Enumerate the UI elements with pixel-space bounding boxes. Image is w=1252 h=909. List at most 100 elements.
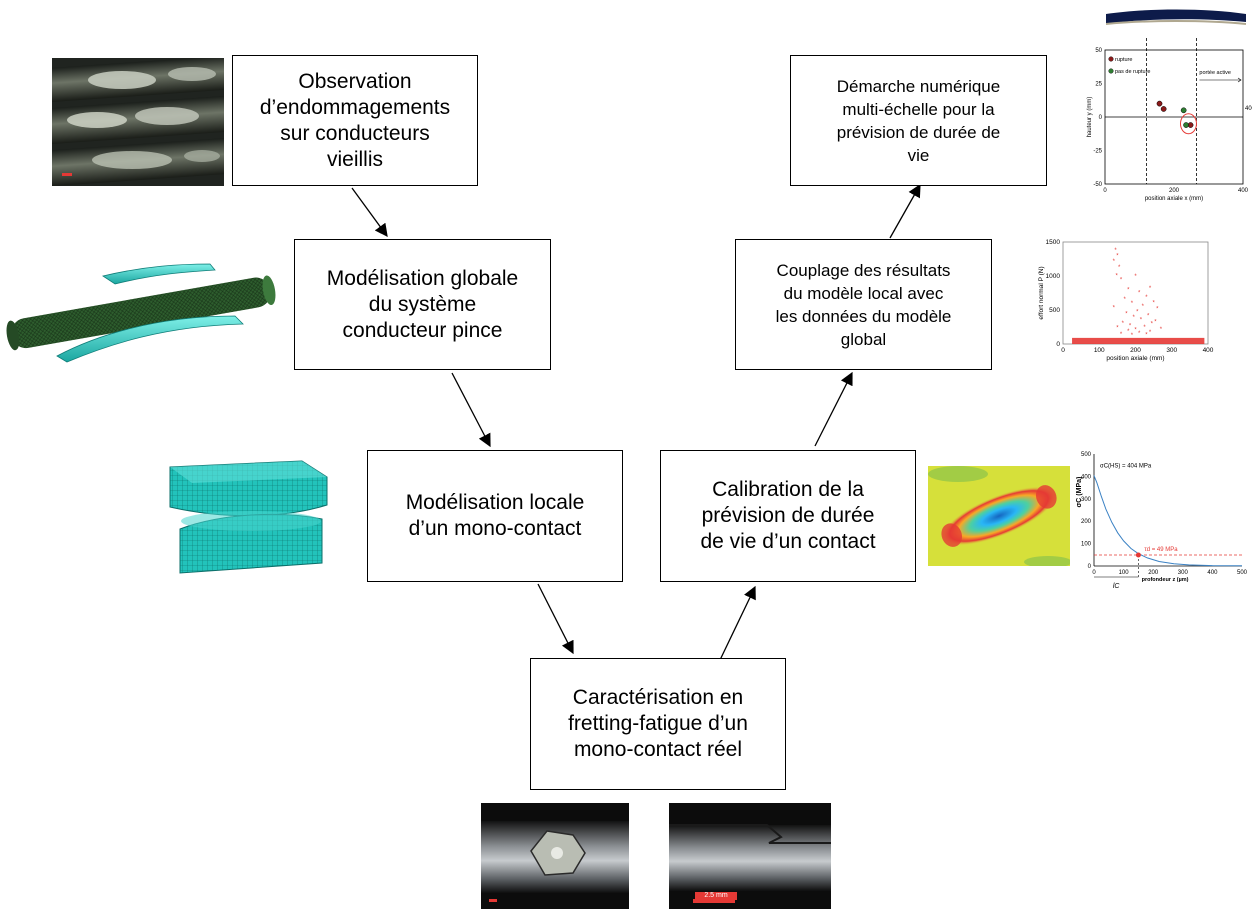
box-coupling: Couplage des résultats du modèle local a… [735, 239, 992, 370]
local-contact-fe-image [169, 460, 328, 574]
conductor-banner-image [1106, 9, 1246, 25]
data-point: * [1160, 327, 1163, 333]
y-tick-label: -50 [1093, 182, 1102, 188]
data-point: * [1140, 318, 1143, 324]
legend-marker [1108, 56, 1114, 62]
y-tick-label: -25 [1093, 149, 1102, 155]
y-tick-label: 500 [1049, 307, 1060, 314]
data-point: * [1125, 311, 1128, 317]
y-axis-label: hauteur y (mm) [1087, 97, 1093, 138]
data-point: * [1151, 322, 1154, 328]
data-point [1160, 106, 1167, 112]
x-axis-label: position axiale x (mm) [1145, 196, 1203, 202]
x-tick-label: 400 [1238, 188, 1249, 194]
x-tick-label: 0 [1103, 188, 1107, 194]
data-point: * [1134, 328, 1137, 334]
data-point: * [1120, 277, 1123, 283]
data-point: * [1129, 324, 1132, 330]
sigma-annotation: σC(HS) = 404 MPa [1100, 463, 1152, 469]
threshold-point [1135, 552, 1141, 558]
box-numerical-text: Démarche numérique multi-échelle pour la… [836, 76, 1001, 165]
y-tick-label: 500 [1081, 452, 1092, 458]
arrow-observation-to-global [351, 187, 388, 238]
x-tick-label: 200 [1130, 347, 1141, 354]
arrow-characterisation-to-calibration [719, 585, 756, 661]
x-tick-label: 400 [1203, 347, 1214, 354]
y-axis-label: σC (MPa) [1076, 477, 1083, 508]
box-numerical: Démarche numérique multi-échelle pour la… [790, 55, 1047, 186]
box-observation-text: Observation d’endommagements sur conduct… [259, 69, 451, 171]
y-tick-label: 200 [1081, 519, 1092, 525]
box-global-model: Modélisation globale du système conducte… [294, 239, 551, 370]
lc-label: lC [1113, 583, 1121, 590]
y-tick-label: 1000 [1046, 273, 1061, 280]
y-tick-label: 0 [1056, 341, 1060, 348]
data-point: * [1127, 288, 1130, 294]
data-point: * [1149, 330, 1152, 336]
baseline-point-band [1072, 337, 1205, 344]
box-local-model: Modélisation locale d’un mono-contact [367, 450, 623, 582]
data-point: * [1136, 309, 1139, 315]
aged-conductor-photo [52, 58, 224, 186]
data-point: * [1156, 307, 1159, 313]
data-point: * [1149, 286, 1152, 292]
zero-line-end-label: 400 [1245, 106, 1252, 112]
x-tick-label: 0 [1061, 347, 1065, 354]
data-point: * [1114, 248, 1117, 254]
arrow-local-to-characterisation [537, 583, 574, 655]
data-point: * [1143, 325, 1146, 331]
data-point: * [1122, 321, 1125, 327]
data-point: * [1116, 326, 1119, 332]
y-tick-label: 400 [1081, 474, 1092, 480]
data-point: * [1127, 329, 1130, 335]
box-characterisation-text: Caractérisation en fretting-fatigue d’un… [568, 686, 748, 761]
normal-force-chart: 1500 1000 500 00 100 200 300 400 position axiale… [1038, 239, 1214, 362]
y-tick-label: 0 [1088, 564, 1092, 570]
box-calibration-text: Calibration de la prévision de durée de … [700, 478, 876, 553]
x-tick-label: 300 [1178, 570, 1189, 576]
x-tick-label: 300 [1166, 347, 1177, 354]
data-point [1156, 100, 1163, 107]
legend-marker [1108, 68, 1114, 74]
y-tick-label: 25 [1095, 82, 1102, 88]
box-calibration: Calibration de la prévision de durée de … [660, 450, 916, 582]
box-global-model-text: Modélisation globale du système conducte… [326, 266, 519, 342]
data-point: * [1123, 297, 1126, 303]
legend-label: rupture [1115, 57, 1132, 63]
stress-curve [1093, 475, 1243, 567]
box-local-model-text: Modélisation locale d’un mono-contact [405, 491, 585, 540]
y-tick-label: 0 [1099, 115, 1103, 121]
active-span-label: portée active [1199, 70, 1231, 76]
data-point: * [1131, 301, 1134, 307]
y-tick-label: 50 [1095, 48, 1102, 54]
data-point: * [1116, 254, 1119, 260]
fretting-scar-photo [481, 803, 629, 909]
x-tick-label: 200 [1148, 570, 1159, 576]
x-tick-label: 100 [1094, 347, 1105, 354]
data-point: * [1113, 305, 1116, 311]
data-point [1183, 122, 1189, 128]
data-point: * [1134, 274, 1137, 280]
x-axis-label: profondeur z (µm) [1142, 577, 1189, 583]
y-tick-label: 300 [1081, 497, 1092, 503]
data-point: * [1138, 290, 1141, 296]
x-tick-label: 0 [1092, 570, 1096, 576]
arrow-coupling-to-numerical [889, 183, 921, 239]
data-point: * [1145, 295, 1148, 301]
x-tick-label: 200 [1169, 188, 1180, 194]
y-tick-label: 1500 [1046, 239, 1061, 246]
data-point: * [1131, 333, 1134, 339]
highlight-ellipse [1179, 113, 1197, 135]
x-axis-label: position axiale (mm) [1106, 355, 1164, 362]
data-point: * [1115, 273, 1118, 279]
data-point: * [1154, 320, 1157, 326]
data-point: * [1120, 332, 1123, 338]
data-point: * [1147, 313, 1150, 319]
data-point: * [1145, 332, 1148, 338]
fretting-crack-side-photo [669, 803, 831, 909]
arrow-calibration-to-coupling [814, 371, 853, 447]
data-point: * [1133, 315, 1136, 321]
data-point: * [1138, 331, 1141, 337]
